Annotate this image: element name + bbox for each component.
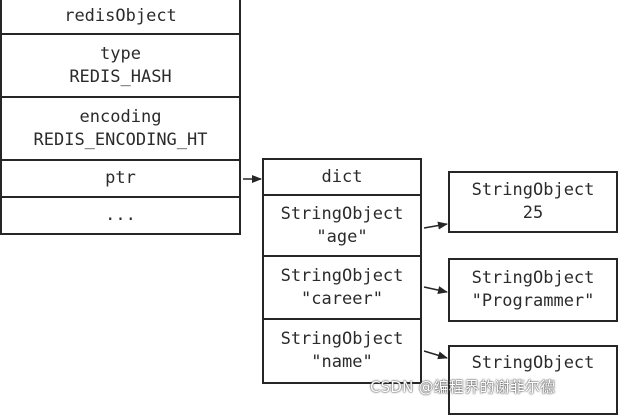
value-type: StringObject: [471, 268, 595, 288]
key-value: "name": [311, 352, 373, 372]
dict-title-cell: dict: [262, 158, 422, 196]
key-value: "age": [316, 226, 368, 247]
age-to-value-arrow: [423, 221, 448, 230]
redis-object-encoding-cell: encoding REDIS_ENCODING_HT: [0, 98, 241, 161]
value-type: StringObject: [471, 180, 595, 200]
key-type: StringObject: [280, 203, 404, 224]
redis-object-ptr-cell: ptr: [0, 161, 241, 198]
ptr-label: ptr: [105, 168, 136, 188]
value-object-career: StringObject "Programmer": [448, 258, 618, 322]
encoding-label: encoding: [79, 106, 162, 127]
value-object-name: StringObject: [448, 345, 618, 415]
csdn-watermark: CSDN @编程界的谢菲尔德: [370, 378, 556, 396]
value-content: 25: [522, 203, 544, 223]
dict-title: dict: [321, 166, 363, 187]
key-value: "career": [301, 288, 383, 309]
redis-object-title: redisObject: [64, 6, 177, 26]
key-type: StringObject: [280, 329, 404, 349]
career-to-value-arrow: [423, 286, 448, 294]
redis-object-type-cell: type REDIS_HASH: [0, 35, 241, 98]
value-object-age: StringObject 25: [448, 171, 618, 233]
type-label: type: [100, 43, 141, 64]
dict-entry-age-key: StringObject "age": [262, 196, 422, 257]
redis-object-ellipsis-cell: ...: [0, 198, 241, 235]
ellipsis-label: ...: [105, 205, 136, 225]
value-type: StringObject: [471, 353, 595, 373]
value-content: "Programmer": [471, 291, 595, 311]
type-value: REDIS_HASH: [69, 66, 172, 87]
dict-entry-career-key: StringObject "career": [262, 257, 422, 320]
name-to-value-arrow: [423, 350, 448, 360]
encoding-value: REDIS_ENCODING_HT: [33, 129, 208, 150]
key-type: StringObject: [280, 265, 404, 286]
dict-entry-name-key: StringObject "name": [262, 320, 422, 384]
redis-object-title-cell: redisObject: [0, 0, 241, 35]
